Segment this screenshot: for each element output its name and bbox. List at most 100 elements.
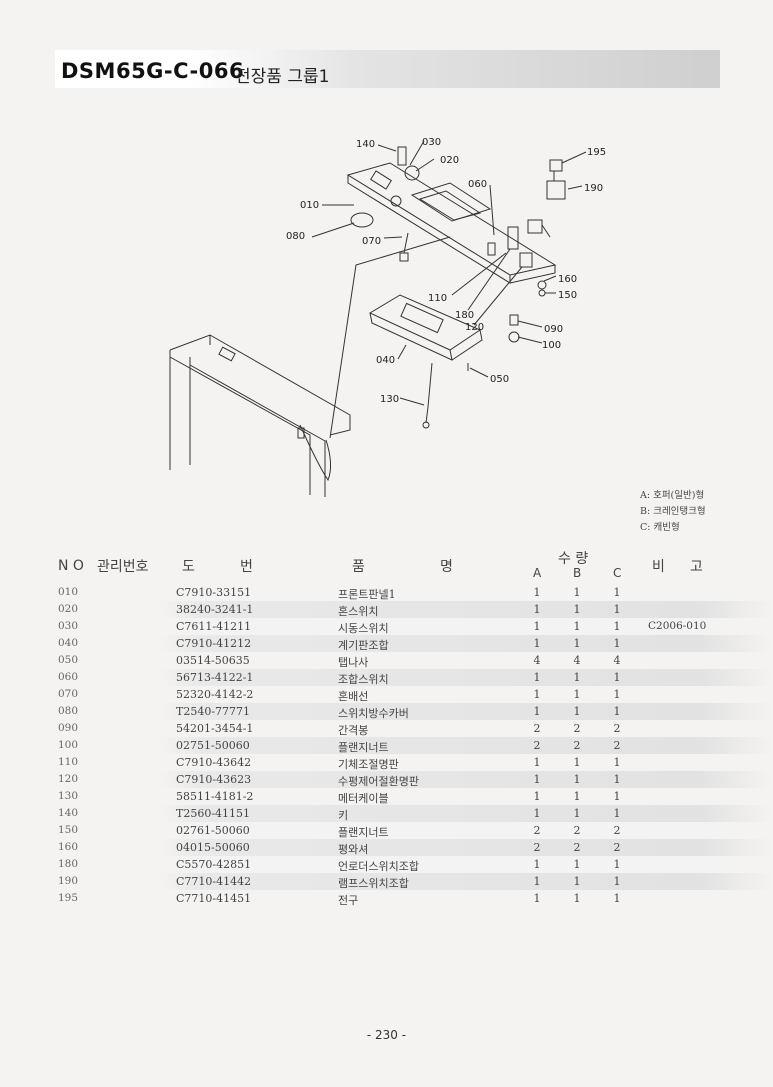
row-qty-c: 1 (613, 603, 621, 616)
row-drawing-number: C7910-43642 (176, 756, 252, 769)
row-no: 110 (58, 756, 79, 768)
row-no: 030 (58, 620, 79, 632)
row-no: 020 (58, 603, 79, 615)
row-part-name: 언로더스위치조합 (338, 860, 419, 873)
row-qty-a: 2 (533, 824, 541, 837)
row-no: 050 (58, 654, 79, 666)
header-mgmt-no: 관리번호 (97, 559, 149, 575)
row-qty-a: 1 (533, 586, 541, 599)
row-qty-a: 1 (533, 807, 541, 820)
callout-label: 190 (584, 183, 603, 194)
row-drawing-number: 04015-50060 (176, 841, 250, 854)
row-drawing-number: T2540-77771 (176, 705, 251, 718)
row-qty-a: 1 (533, 671, 541, 684)
row-qty-a: 1 (533, 892, 541, 905)
row-qty-c: 1 (613, 790, 621, 803)
meter-panel-drawing (368, 294, 482, 351)
row-no: 090 (58, 722, 79, 734)
legend-item: A: 호퍼(일반)형 (640, 490, 705, 501)
key-drawing (397, 146, 407, 166)
row-drawing-number: 56713-4122-1 (176, 671, 254, 684)
callout-label: 030 (422, 137, 441, 148)
callout-label: 080 (286, 231, 305, 242)
row-no: 160 (58, 841, 79, 853)
header-drawing-1: 도 (182, 559, 195, 575)
row-no: 040 (58, 637, 79, 649)
row-part-name: 혼배선 (338, 690, 369, 703)
callout-label: 050 (490, 374, 509, 385)
row-no: 180 (58, 858, 79, 870)
row-no: 100 (58, 739, 79, 751)
row-part-name: 스위치방수카버 (338, 707, 409, 720)
row-part-name: 기체조절명판 (338, 758, 399, 771)
header-name-1: 품 (352, 559, 365, 575)
callout-label: 100 (542, 340, 561, 351)
row-qty-c: 1 (613, 705, 621, 718)
group-title: 전장품 그룹1 (235, 67, 330, 87)
row-qty-c: 1 (613, 892, 621, 905)
row-qty-c: 2 (613, 739, 621, 752)
callout-label: 090 (544, 324, 563, 335)
row-drawing-number: 54201-3454-1 (176, 722, 254, 735)
row-part-name: 혼스위치 (338, 605, 379, 618)
row-qty-b: 1 (573, 875, 581, 888)
row-part-name: 키 (338, 809, 349, 822)
row-qty-c: 2 (613, 722, 621, 735)
row-drawing-number: 52320-4142-2 (176, 688, 254, 701)
legend-item: C: 캐빈형 (640, 522, 680, 533)
row-qty-a: 2 (533, 739, 541, 752)
row-qty-b: 1 (573, 790, 581, 803)
row-qty-b: 1 (573, 858, 581, 871)
row-qty-b: 2 (573, 841, 581, 854)
row-qty-b: 2 (573, 739, 581, 752)
row-qty-c: 2 (613, 841, 621, 854)
row-drawing-number: 38240-3241-1 (176, 603, 254, 616)
row-no: 130 (58, 790, 79, 802)
row-qty-c: 1 (613, 773, 621, 786)
row-qty-a: 2 (533, 841, 541, 854)
header-drawing-2: 번 (240, 559, 253, 575)
row-part-name: 조합스위치 (338, 673, 389, 686)
row-drawing-number: 02761-50060 (176, 824, 250, 837)
row-qty-c: 1 (613, 756, 621, 769)
row-part-name: 램프스위치조합 (338, 877, 409, 890)
row-drawing-number: C7910-43623 (176, 773, 252, 786)
callout-label: 040 (376, 355, 395, 366)
row-qty-a: 1 (533, 756, 541, 769)
row-no: 190 (58, 875, 79, 887)
row-drawing-number: C7710-41442 (176, 875, 252, 888)
row-part-name: 간격봉 (338, 724, 369, 737)
page-header: DSM65G-C-066 전장품 그룹1 (55, 50, 720, 88)
row-no: 010 (58, 586, 79, 598)
ignition-switch-drawing (404, 165, 420, 181)
row-part-name: 계기판조합 (338, 639, 389, 652)
row-qty-c: 1 (613, 875, 621, 888)
row-qty-a: 1 (533, 773, 541, 786)
variant-legend: A: 호퍼(일반)형 B: 크레인탱크형 C: 캐빈형 (640, 488, 706, 536)
callout-label: 130 (380, 394, 399, 405)
row-drawing-number: C7611-41211 (176, 620, 252, 633)
callout-label: 180 (455, 310, 474, 321)
row-drawing-number: C5570-42851 (176, 858, 252, 871)
callout-label: 140 (356, 139, 375, 150)
row-drawing-number: C7910-33151 (176, 586, 252, 599)
row-qty-b: 2 (573, 824, 581, 837)
row-qty-c: 2 (613, 824, 621, 837)
row-qty-b: 1 (573, 620, 581, 633)
row-part-name: 프론트판넬1 (338, 588, 396, 601)
callout-label: 120 (465, 322, 484, 333)
row-part-name: 평와셔 (338, 843, 369, 856)
row-no: 150 (58, 824, 79, 836)
header-qty-c: C (613, 566, 622, 580)
row-qty-b: 1 (573, 671, 581, 684)
row-drawing-number: T2560-41151 (176, 807, 251, 820)
header-name-2: 명 (440, 559, 453, 575)
